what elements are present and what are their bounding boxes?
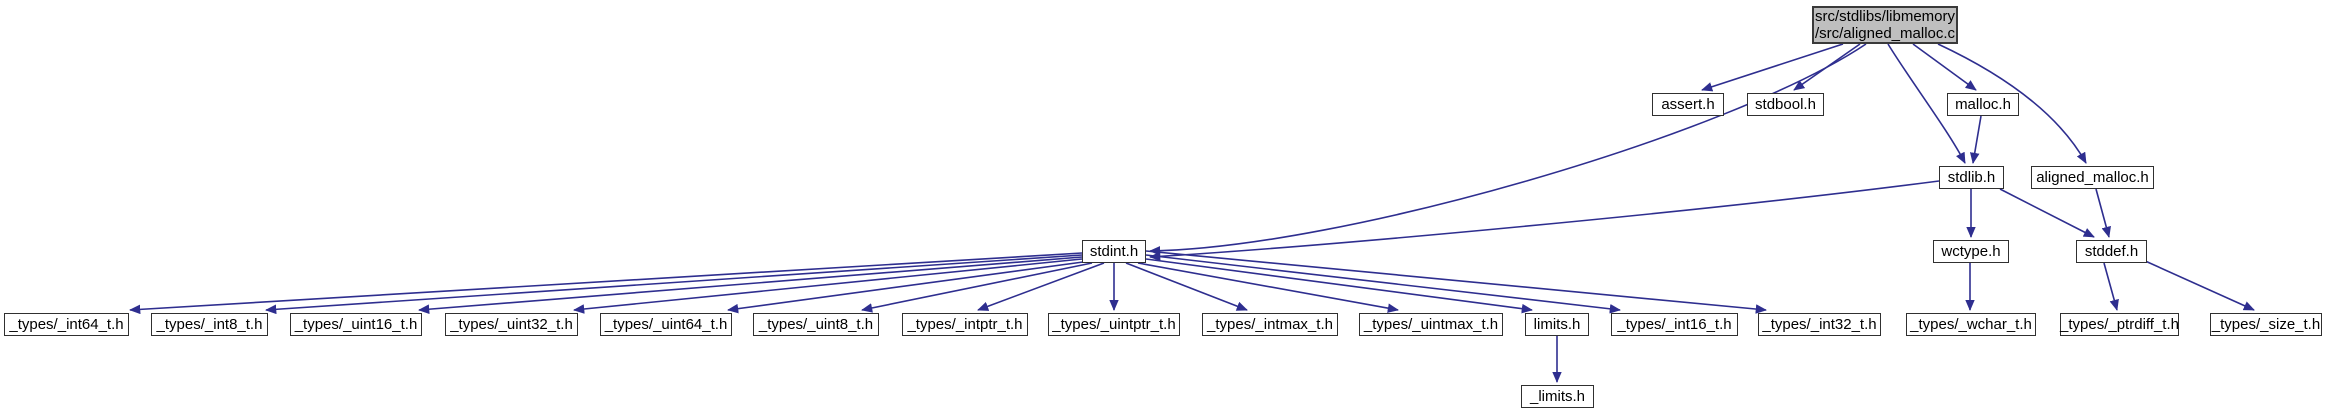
node-root-aligned-malloc-c[interactable]: src/stdlibs/libmemory /src/aligned_mallo… [1812, 6, 1958, 44]
edge-stdint-to-uint16 [418, 256, 1083, 314]
node-types-uint32-t-h[interactable]: _types/_uint32_t.h [445, 313, 578, 336]
node-types-wchar-t-h[interactable]: _types/_wchar_t.h [1906, 313, 2036, 336]
edge-stdint-to-int8 [265, 254, 1083, 315]
node-types-int16-t-h[interactable]: _types/_int16_t.h [1611, 313, 1738, 336]
edge-root-to-aligned-malloc [1937, 43, 2087, 164]
edge-root-to-malloc [1912, 43, 1977, 91]
node-types-int64-t-h[interactable]: _types/_int64_t.h [4, 313, 129, 336]
node-types-uintptr-t-h[interactable]: _types/_uintptr_t.h [1048, 313, 1180, 336]
node-stddef-h[interactable]: stddef.h [2076, 240, 2147, 263]
node-types-uint16-t-h[interactable]: _types/_uint16_t.h [290, 313, 422, 336]
edge-stdint-to-uint8 [861, 262, 1093, 313]
node-types-uintmax-t-h[interactable]: _types/_uintmax_t.h [1359, 313, 1503, 336]
edge-stdint-to-intmax [1125, 262, 1248, 311]
node-types-uint64-t-h[interactable]: _types/_uint64_t.h [600, 313, 732, 336]
node-aligned-malloc-h[interactable]: aligned_malloc.h [2031, 166, 2154, 189]
edge-root-to-stdlib [1887, 43, 1966, 164]
node--limits-h[interactable]: _limits.h [1521, 385, 1594, 408]
node-types-intmax-t-h[interactable]: _types/_intmax_t.h [1202, 313, 1338, 336]
node-types-int32-t-h[interactable]: _types/_int32_t.h [1758, 313, 1881, 336]
node-stdint-h[interactable]: stdint.h [1082, 240, 1146, 263]
node-assert-h[interactable]: assert.h [1652, 93, 1724, 116]
node-types-int8-t-h[interactable]: _types/_int8_t.h [151, 313, 268, 336]
edge-stdint-to-uint64 [727, 261, 1084, 314]
edge-malloc-to-stdlib [1969, 115, 1982, 164]
node-types-ptrdiff-t-h[interactable]: _types/_ptrdiff_t.h [2060, 313, 2179, 336]
edge-root-to-stdint [1149, 43, 1867, 256]
node-types-size-t-h[interactable]: _types/_size_t.h [2210, 313, 2322, 336]
edge-aligned-malloc-to-stddef [2095, 188, 2111, 238]
root-label-line2: /src/aligned_malloc.c [1814, 25, 1956, 42]
edge-stddef-to-size [2142, 259, 2255, 311]
edge-stdlib-to-stddef [1999, 188, 2095, 238]
edge-root-to-assert [1701, 43, 1844, 92]
edge-stdint-to-uint32 [573, 258, 1083, 314]
node-limits-h[interactable]: limits.h [1525, 313, 1589, 336]
node-stdbool-h[interactable]: stdbool.h [1747, 93, 1824, 116]
edge-stdlib-to-stdint [1149, 180, 1940, 262]
node-types-uint8-t-h[interactable]: _types/_uint8_t.h [753, 313, 879, 336]
edge-stdint-to-limits [1145, 258, 1533, 314]
node-types-intptr-t-h[interactable]: _types/_intptr_t.h [902, 313, 1028, 336]
edge-stdint-to-int16 [1145, 254, 1621, 314]
root-label-line1: src/stdlibs/libmemory [1814, 8, 1956, 25]
node-stdlib-h[interactable]: stdlib.h [1939, 166, 2004, 189]
node-malloc-h[interactable]: malloc.h [1947, 93, 2019, 116]
node-wctype-h[interactable]: wctype.h [1933, 240, 2009, 263]
edge-stdint-to-int32 [1145, 250, 1767, 314]
edge-stddef-to-ptrdiff [2103, 262, 2119, 311]
edge-stdint-to-int64 [129, 252, 1083, 315]
edge-stdint-to-intptr [977, 262, 1105, 311]
edge-stdint-to-uintmax [1137, 262, 1399, 313]
